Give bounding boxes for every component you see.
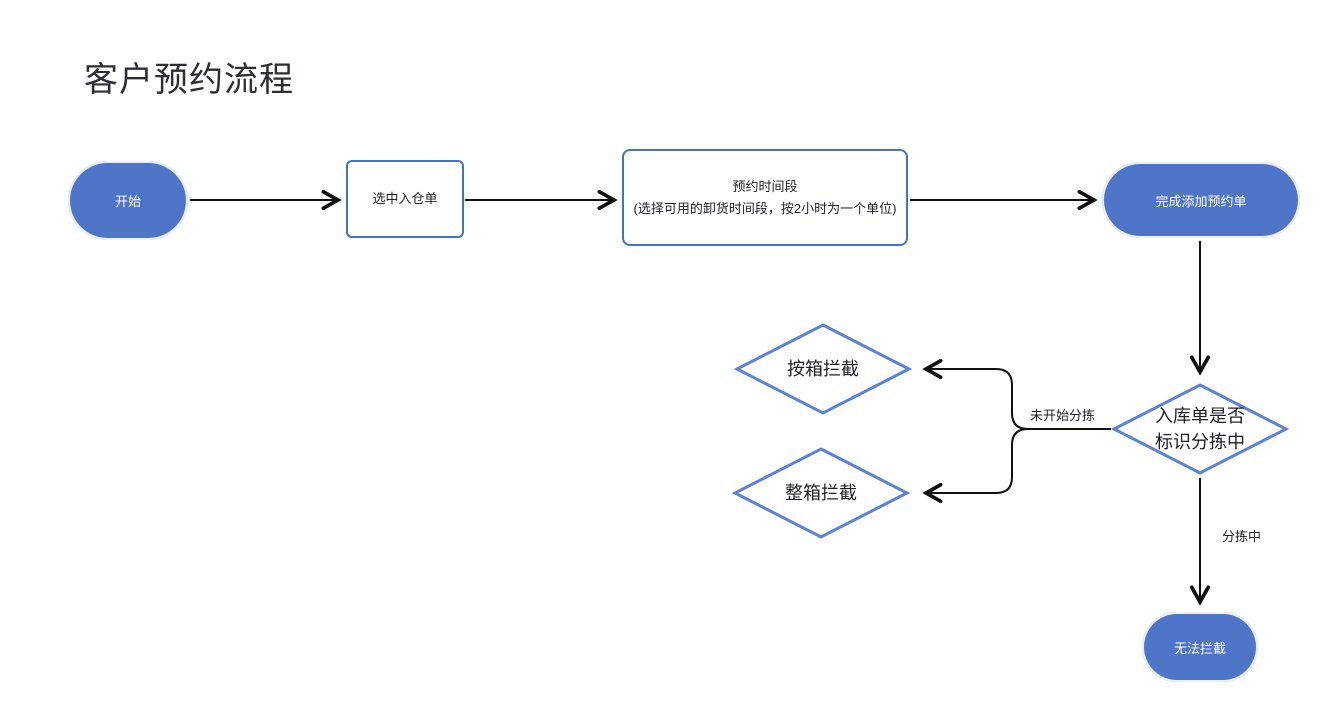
node-sorting-decision: 入库单是否标识分拣中 — [1111, 382, 1289, 476]
node-sorting-decision-label: 入库单是否标识分拣中 — [1155, 405, 1245, 452]
edge-label-sorting-in-progress: 分拣中 — [1222, 529, 1262, 544]
node-reserve-timeslot-line1: 预约时间段 — [732, 179, 798, 195]
node-complete-reservation: 完成添加预约单 — [1102, 162, 1300, 238]
node-reserve-timeslot: 预约时间段 (选择可用的卸货时间段，按2小时为一个单位) — [622, 149, 908, 246]
node-reserve-timeslot-line2: (选择可用的卸货时间段，按2小时为一个单位) — [633, 200, 897, 216]
node-intercept-by-box-label: 按箱拦截 — [787, 358, 859, 379]
node-intercept-by-box: 按箱拦截 — [734, 322, 912, 416]
node-intercept-whole-box: 整箱拦截 — [732, 446, 910, 540]
node-reserve-timeslot-label: 预约时间段 (选择可用的卸货时间段，按2小时为一个单位) — [634, 176, 897, 219]
diagram-title: 客户预约流程 — [84, 61, 294, 99]
node-intercept-whole-box-label: 整箱拦截 — [785, 482, 857, 503]
node-select-inbound-order-label: 选中入仓单 — [372, 191, 438, 207]
node-cannot-intercept: 无法拦截 — [1142, 612, 1258, 682]
edge-label-not-started-sorting: 未开始分拣 — [1030, 408, 1096, 423]
diamond-shape — [732, 447, 910, 539]
node-start-label: 开始 — [114, 194, 141, 209]
node-select-inbound-order: 选中入仓单 — [346, 160, 464, 238]
node-cannot-intercept-label: 无法拦截 — [1173, 640, 1226, 656]
node-complete-reservation-label: 完成添加预约单 — [1155, 193, 1247, 209]
diamond-shape — [1111, 383, 1289, 475]
node-start: 开始 — [68, 161, 188, 240]
diamond-shape — [734, 323, 912, 415]
connector-decision-to-whole-box — [926, 428, 1111, 493]
